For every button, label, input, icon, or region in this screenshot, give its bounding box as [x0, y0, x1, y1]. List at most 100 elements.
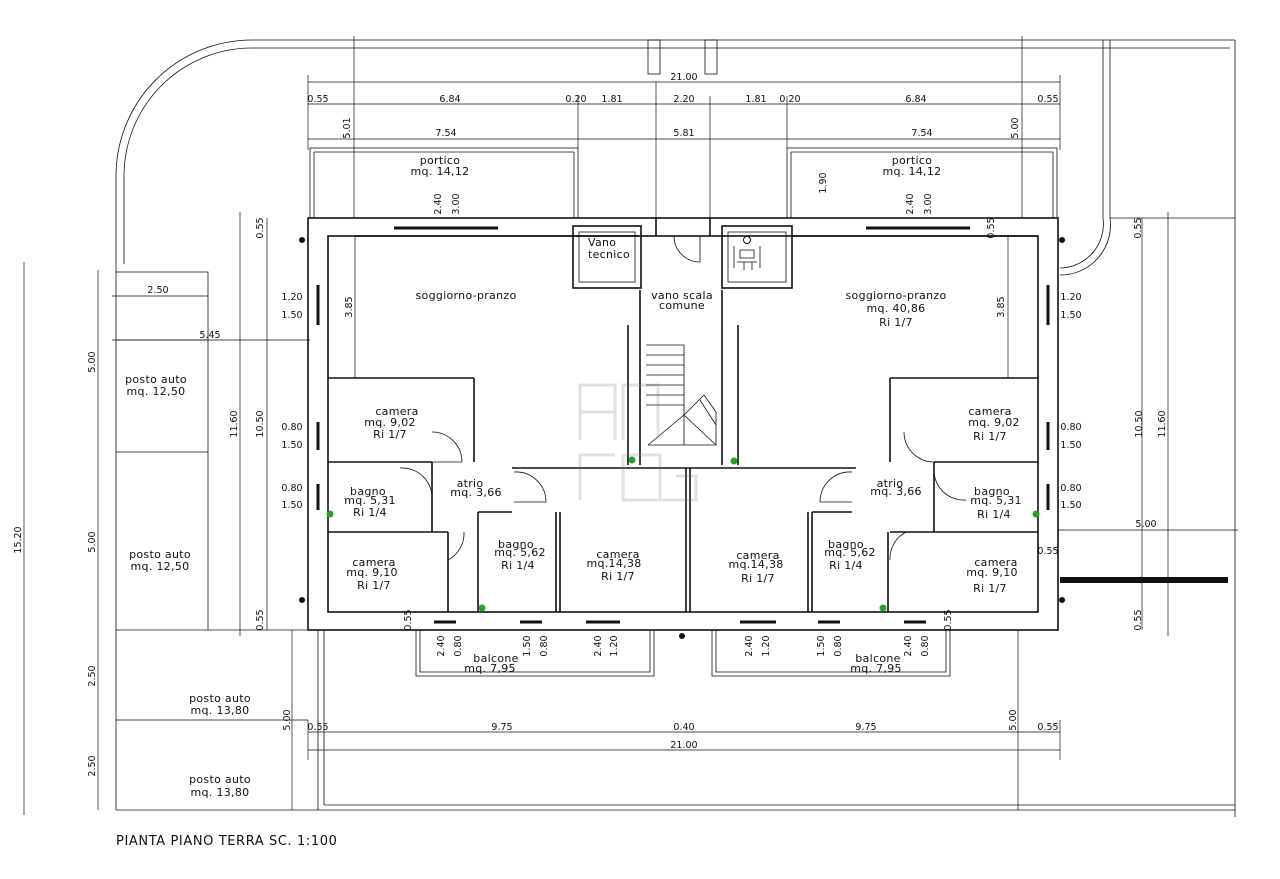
svg-text:1.20: 1.20	[1060, 292, 1081, 303]
svg-text:camera: camera	[352, 556, 395, 569]
svg-text:2.40: 2.40	[433, 193, 444, 214]
svg-text:0.80: 0.80	[539, 635, 550, 656]
svg-text:0.80: 0.80	[281, 422, 302, 433]
svg-text:1.50: 1.50	[1060, 310, 1081, 321]
svg-text:Ri 1/7: Ri 1/7	[601, 570, 635, 583]
svg-text:mq. 3,66: mq. 3,66	[870, 485, 922, 498]
room-vano-tecnico: Vano tecnico	[588, 236, 630, 261]
svg-text:21.00: 21.00	[670, 740, 697, 751]
room-atrio-right: atrio mq. 3,66	[870, 477, 922, 498]
room-portico-right: portico mq. 14,12	[883, 154, 942, 178]
svg-text:10.50: 10.50	[1134, 410, 1145, 437]
svg-text:mq. 14,12: mq. 14,12	[883, 165, 942, 178]
room-bagno-right-2: bagno mq. 5,62 Ri 1/4	[824, 538, 876, 572]
svg-text:6.84: 6.84	[439, 94, 460, 105]
svg-text:1.50: 1.50	[1060, 500, 1081, 511]
svg-text:Ri 1/4: Ri 1/4	[829, 559, 863, 572]
room-balcone-left: balcone mq. 7,95	[464, 652, 518, 675]
svg-text:0.55: 0.55	[1037, 722, 1058, 733]
dim-windows-right: 1.20 1.50 0.80 1.50 0.80 1.50	[1060, 292, 1081, 511]
svg-text:0.55: 0.55	[403, 609, 414, 630]
svg-text:1.20: 1.20	[281, 292, 302, 303]
parking-3: posto auto mq. 13,80	[189, 692, 250, 717]
svg-text:mq. 9,02: mq. 9,02	[364, 416, 416, 429]
balcone-right	[711, 630, 951, 677]
svg-text:mq. 12,50: mq. 12,50	[131, 560, 190, 573]
svg-text:camera: camera	[736, 549, 779, 562]
dim-balcony-windows: 2.40 0.80 1.50 0.80 2.40 1.20 2.40 1.20 …	[436, 635, 931, 656]
svg-text:portico: portico	[420, 154, 460, 167]
svg-text:0.55: 0.55	[255, 217, 266, 238]
svg-text:Ri 1/7: Ri 1/7	[973, 582, 1007, 595]
dim-windows-left: 1.20 1.50 0.80 1.50 0.80 1.50	[281, 292, 302, 511]
svg-text:mq. 7,95: mq. 7,95	[850, 662, 902, 675]
doors	[399, 235, 967, 561]
svg-text:0.55: 0.55	[986, 217, 997, 238]
room-camera-right-3: camera mq.14,38 Ri 1/7	[728, 549, 783, 585]
svg-text:7.54: 7.54	[435, 128, 456, 139]
svg-text:0.55: 0.55	[1037, 94, 1058, 105]
svg-text:mq. 9,10: mq. 9,10	[966, 566, 1018, 579]
svg-text:5.01: 5.01	[342, 117, 353, 138]
room-camera-right-2: camera mq. 9,10 Ri 1/7	[966, 556, 1018, 595]
svg-text:mq. 12,50: mq. 12,50	[127, 385, 186, 398]
svg-text:camera: camera	[974, 556, 1017, 569]
svg-text:15.20: 15.20	[13, 526, 24, 553]
parking-4: posto auto mq. 13,80	[189, 773, 251, 799]
svg-text:atrio: atrio	[457, 477, 484, 490]
room-portico-left: portico mq. 14,12	[411, 154, 470, 178]
svg-text:mq. 13,80: mq. 13,80	[191, 704, 250, 717]
lift-icon	[733, 236, 761, 270]
svg-text:camera: camera	[596, 548, 639, 561]
svg-text:0.55: 0.55	[1037, 546, 1058, 557]
svg-text:6.84: 6.84	[905, 94, 926, 105]
svg-text:mq.14,38: mq.14,38	[728, 558, 783, 571]
svg-text:5.00: 5.00	[1008, 709, 1019, 730]
svg-text:Ri 1/7: Ri 1/7	[973, 430, 1007, 443]
watermark-logo	[578, 383, 698, 502]
svg-text:posto auto: posto auto	[189, 773, 251, 786]
svg-text:21.00: 21.00	[670, 72, 697, 83]
portico-left	[309, 147, 579, 219]
dim-top-row: 0.55 6.84 0.20 1.81 2.20 1.81 0.20 6.84 …	[307, 94, 1058, 105]
svg-text:Ri 1/4: Ri 1/4	[977, 508, 1011, 521]
dim-top-total: 21.00	[670, 72, 697, 83]
svg-text:mq. 5,31: mq. 5,31	[344, 494, 396, 507]
green-markers	[326, 456, 1040, 612]
svg-text:3.85: 3.85	[996, 296, 1007, 317]
svg-text:2.40: 2.40	[436, 635, 447, 656]
svg-text:7.54: 7.54	[911, 128, 932, 139]
svg-text:atrio: atrio	[877, 477, 904, 490]
svg-text:Ri 1/4: Ri 1/4	[353, 506, 387, 519]
svg-text:0.80: 0.80	[920, 635, 931, 656]
svg-text:balcone: balcone	[473, 652, 518, 665]
room-atrio-left: atrio mq. 3,66	[450, 477, 501, 499]
svg-text:Ri 1/7: Ri 1/7	[357, 579, 391, 592]
svg-text:1.20: 1.20	[609, 635, 620, 656]
site-boundary	[115, 39, 1236, 817]
columns	[299, 237, 1065, 639]
svg-text:mq. 9,10: mq. 9,10	[346, 566, 398, 579]
svg-text:mq. 5,31: mq. 5,31	[970, 494, 1022, 507]
svg-text:0.80: 0.80	[1060, 483, 1081, 494]
stair	[646, 344, 717, 446]
svg-text:5.00: 5.00	[1135, 519, 1156, 530]
dim-room-heights: 3.85 3.85	[344, 296, 1007, 317]
svg-text:0.20: 0.20	[779, 94, 800, 105]
svg-text:1.50: 1.50	[1060, 440, 1081, 451]
svg-text:2.40: 2.40	[593, 635, 604, 656]
svg-text:0.80: 0.80	[281, 483, 302, 494]
svg-text:2.40: 2.40	[744, 635, 755, 656]
svg-text:3.00: 3.00	[923, 193, 934, 214]
svg-text:5.00: 5.00	[87, 531, 98, 552]
parking-2: posto auto mq. 12,50	[129, 548, 190, 573]
windows	[316, 226, 1050, 624]
balcone-left	[415, 630, 655, 677]
svg-text:mq. 13,80: mq. 13,80	[191, 786, 250, 799]
svg-text:soggiorno-pranzo: soggiorno-pranzo	[416, 289, 517, 302]
svg-text:1.50: 1.50	[522, 635, 533, 656]
svg-text:camera: camera	[375, 405, 418, 418]
svg-text:Ri 1/7: Ri 1/7	[879, 316, 913, 329]
svg-text:0.20: 0.20	[565, 94, 586, 105]
svg-text:mq. 5,62: mq. 5,62	[824, 546, 876, 559]
